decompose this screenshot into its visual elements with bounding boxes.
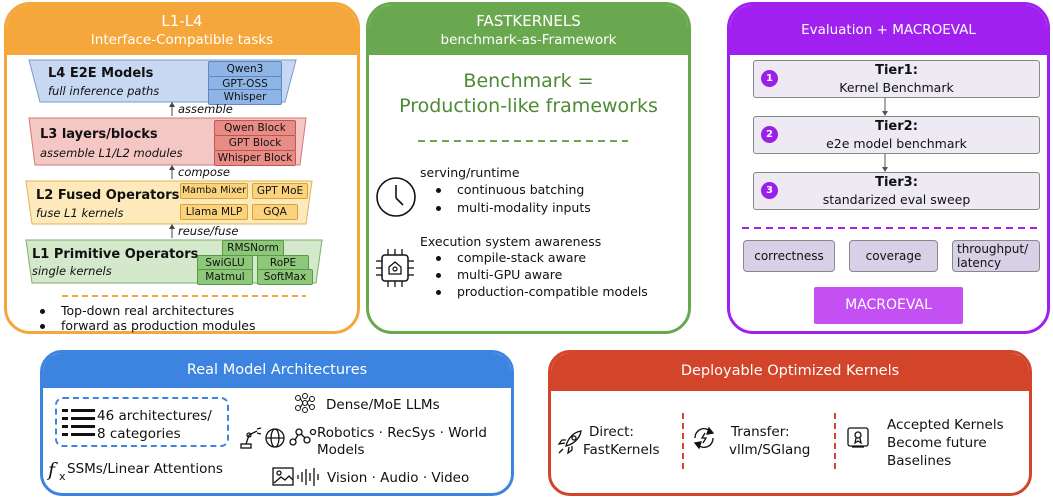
pill-gpt-block: GPT Block bbox=[214, 135, 296, 151]
pill-rmsnorm: RMSNorm bbox=[222, 240, 284, 256]
certificate-icon bbox=[847, 427, 869, 448]
image-icon bbox=[272, 467, 319, 486]
deploy-accepted-line2: Become future bbox=[887, 435, 987, 451]
panel-real-models-header: Real Model Architectures bbox=[43, 353, 511, 388]
bullet-top-down: Top-down real architectures bbox=[40, 303, 234, 318]
rocket-icon bbox=[557, 430, 582, 455]
panel-title: Evaluation + MACROEVAL bbox=[801, 22, 976, 38]
item-robotics-line2: Models bbox=[317, 442, 365, 458]
tier-desc: Kernel Benchmark bbox=[839, 80, 954, 95]
panel-title: Real Model Architectures bbox=[186, 362, 368, 378]
svg-text:x: x bbox=[59, 470, 66, 483]
network-icon bbox=[295, 393, 315, 413]
bullet-compile-stack: compile-stack aware bbox=[436, 250, 586, 265]
panel-l1-l4-header: L1-L4 Interface-Compatible tasks bbox=[7, 5, 357, 55]
deploy-direct-line2: FastKernels bbox=[583, 442, 660, 458]
panel-title: FASTKERNELS bbox=[476, 12, 581, 30]
item-dense-moe: Dense/MoE LLMs bbox=[326, 397, 440, 413]
tier-title: Tier2: bbox=[875, 119, 918, 134]
tier-desc: e2e model benchmark bbox=[826, 136, 967, 151]
headline-line2: Production-like frameworks bbox=[399, 95, 658, 117]
tier3-box: 3 Tier3: standarized eval sweep bbox=[753, 172, 1040, 210]
headline-line1: Benchmark = bbox=[463, 70, 594, 92]
macroeval-button[interactable]: MACROEVAL bbox=[814, 287, 963, 324]
tier-title: Tier3: bbox=[875, 175, 918, 190]
item-vision-audio: Vision · Audio · Video bbox=[327, 470, 470, 486]
deploy-accepted-line1: Accepted Kernels bbox=[887, 417, 1004, 433]
group-title-execution: Execution system awareness bbox=[420, 234, 602, 249]
pill-whisper: Whisper bbox=[208, 89, 282, 105]
pill-whisper-block: Whisper Block bbox=[214, 150, 296, 166]
panel-evaluation: Evaluation + MACROEVAL bbox=[727, 2, 1050, 334]
purple-dashed-divider bbox=[742, 227, 1038, 229]
panel-subtitle: benchmark-as-Framework bbox=[440, 32, 617, 48]
bullet-continuous-batching: continuous batching bbox=[436, 182, 584, 197]
tier-number: 2 bbox=[761, 126, 778, 143]
arrow-label-reuse: reuse/fuse bbox=[178, 224, 239, 238]
pill-qwen-block: Qwen Block bbox=[214, 120, 296, 136]
pill-llama-mlp: Llama MLP bbox=[180, 204, 248, 220]
transfer-icon bbox=[693, 426, 715, 450]
l4-sub: full inference paths bbox=[48, 84, 160, 98]
deploy-transfer-line2: vllm/SGlang bbox=[729, 442, 811, 458]
robot-arm-icon bbox=[240, 427, 317, 449]
clock-icon bbox=[376, 177, 416, 217]
arrow-label-compose: compose bbox=[178, 165, 230, 179]
list-icon bbox=[62, 409, 95, 436]
tier-arrows bbox=[882, 98, 888, 172]
deploy-transfer-line1: Transfer: bbox=[731, 424, 790, 440]
l4-title: L4 E2E Models bbox=[48, 66, 154, 81]
group-title-serving: serving/runtime bbox=[420, 165, 520, 180]
l3-sub: assemble L1/L2 modules bbox=[40, 146, 183, 160]
bullet-production-compatible: production-compatible models bbox=[436, 284, 648, 299]
pill-gpt-oss: GPT-OSS bbox=[208, 76, 282, 92]
tier-number: 3 bbox=[761, 182, 778, 199]
tier1-box: 1 Tier1: Kernel Benchmark bbox=[753, 60, 1040, 98]
panel-title: Deployable Optimized Kernels bbox=[680, 363, 900, 379]
metric-coverage: coverage bbox=[849, 240, 938, 272]
l3-title: L3 layers/blocks bbox=[40, 127, 158, 142]
l1-sub: single kernels bbox=[32, 264, 112, 278]
architecture-count-line2: 8 categories bbox=[97, 426, 181, 442]
red-divider-2 bbox=[834, 413, 836, 471]
metric-throughput-latency: throughput/ latency bbox=[952, 240, 1040, 272]
architecture-count-line1: 46 architectures/ bbox=[97, 408, 212, 424]
deploy-accepted-line3: Baselines bbox=[887, 453, 952, 469]
red-divider-1 bbox=[682, 413, 684, 471]
panel-title: L1-L4 bbox=[161, 12, 203, 30]
bullet-multi-modality: multi-modality inputs bbox=[436, 200, 591, 215]
bullet-multi-gpu: multi-GPU aware bbox=[436, 267, 562, 282]
panel-deployable-header: Deployable Optimized Kernels bbox=[551, 353, 1029, 391]
tier-number: 1 bbox=[761, 70, 778, 87]
l1-title: L1 Primitive Operators bbox=[32, 247, 199, 262]
pill-matmul: Matmul bbox=[197, 269, 253, 285]
green-dashed-divider bbox=[418, 140, 628, 142]
l2-sub: fuse L1 kernels bbox=[36, 206, 124, 220]
arrow-label-assemble: assemble bbox=[178, 102, 233, 116]
pill-softmax: SoftMax bbox=[257, 269, 313, 285]
panel-evaluation-header: Evaluation + MACROEVAL bbox=[730, 5, 1047, 55]
panel-deployable: Deployable Optimized Kernels bbox=[548, 350, 1032, 496]
pill-mamba-mixer: Mamba Mixer bbox=[180, 183, 248, 199]
chip-icon bbox=[376, 249, 414, 287]
l2-title: L2 Fused Operators bbox=[36, 188, 180, 203]
panel-fastkernels-header: FASTKERNELS benchmark-as-Framework bbox=[369, 5, 688, 55]
pill-swiglu: SwiGLU bbox=[197, 255, 253, 271]
panel-fastkernels: FASTKERNELS benchmark-as-Framework bbox=[366, 2, 691, 334]
deploy-direct-line1: Direct: bbox=[589, 424, 634, 440]
pill-qwen3: Qwen3 bbox=[208, 61, 282, 77]
fx-icon: f x bbox=[46, 459, 66, 483]
svg-text:f: f bbox=[46, 459, 58, 481]
tier-title: Tier1: bbox=[875, 63, 918, 78]
metric-correctness: correctness bbox=[743, 240, 835, 272]
tier-desc: standarized eval sweep bbox=[822, 192, 971, 207]
item-ssms: SSMs/Linear Attentions bbox=[67, 461, 223, 477]
tier2-box: 2 Tier2: e2e model benchmark bbox=[753, 116, 1040, 154]
pill-gqa: GQA bbox=[252, 204, 298, 220]
architecture-count-box bbox=[55, 397, 229, 447]
item-robotics: Robotics · RecSys · World bbox=[317, 425, 487, 441]
panel-subtitle: Interface-Compatible tasks bbox=[90, 32, 274, 48]
pill-gpt-moe: GPT MoE bbox=[252, 183, 308, 199]
bullet-forward: forward as production modules bbox=[40, 318, 256, 333]
